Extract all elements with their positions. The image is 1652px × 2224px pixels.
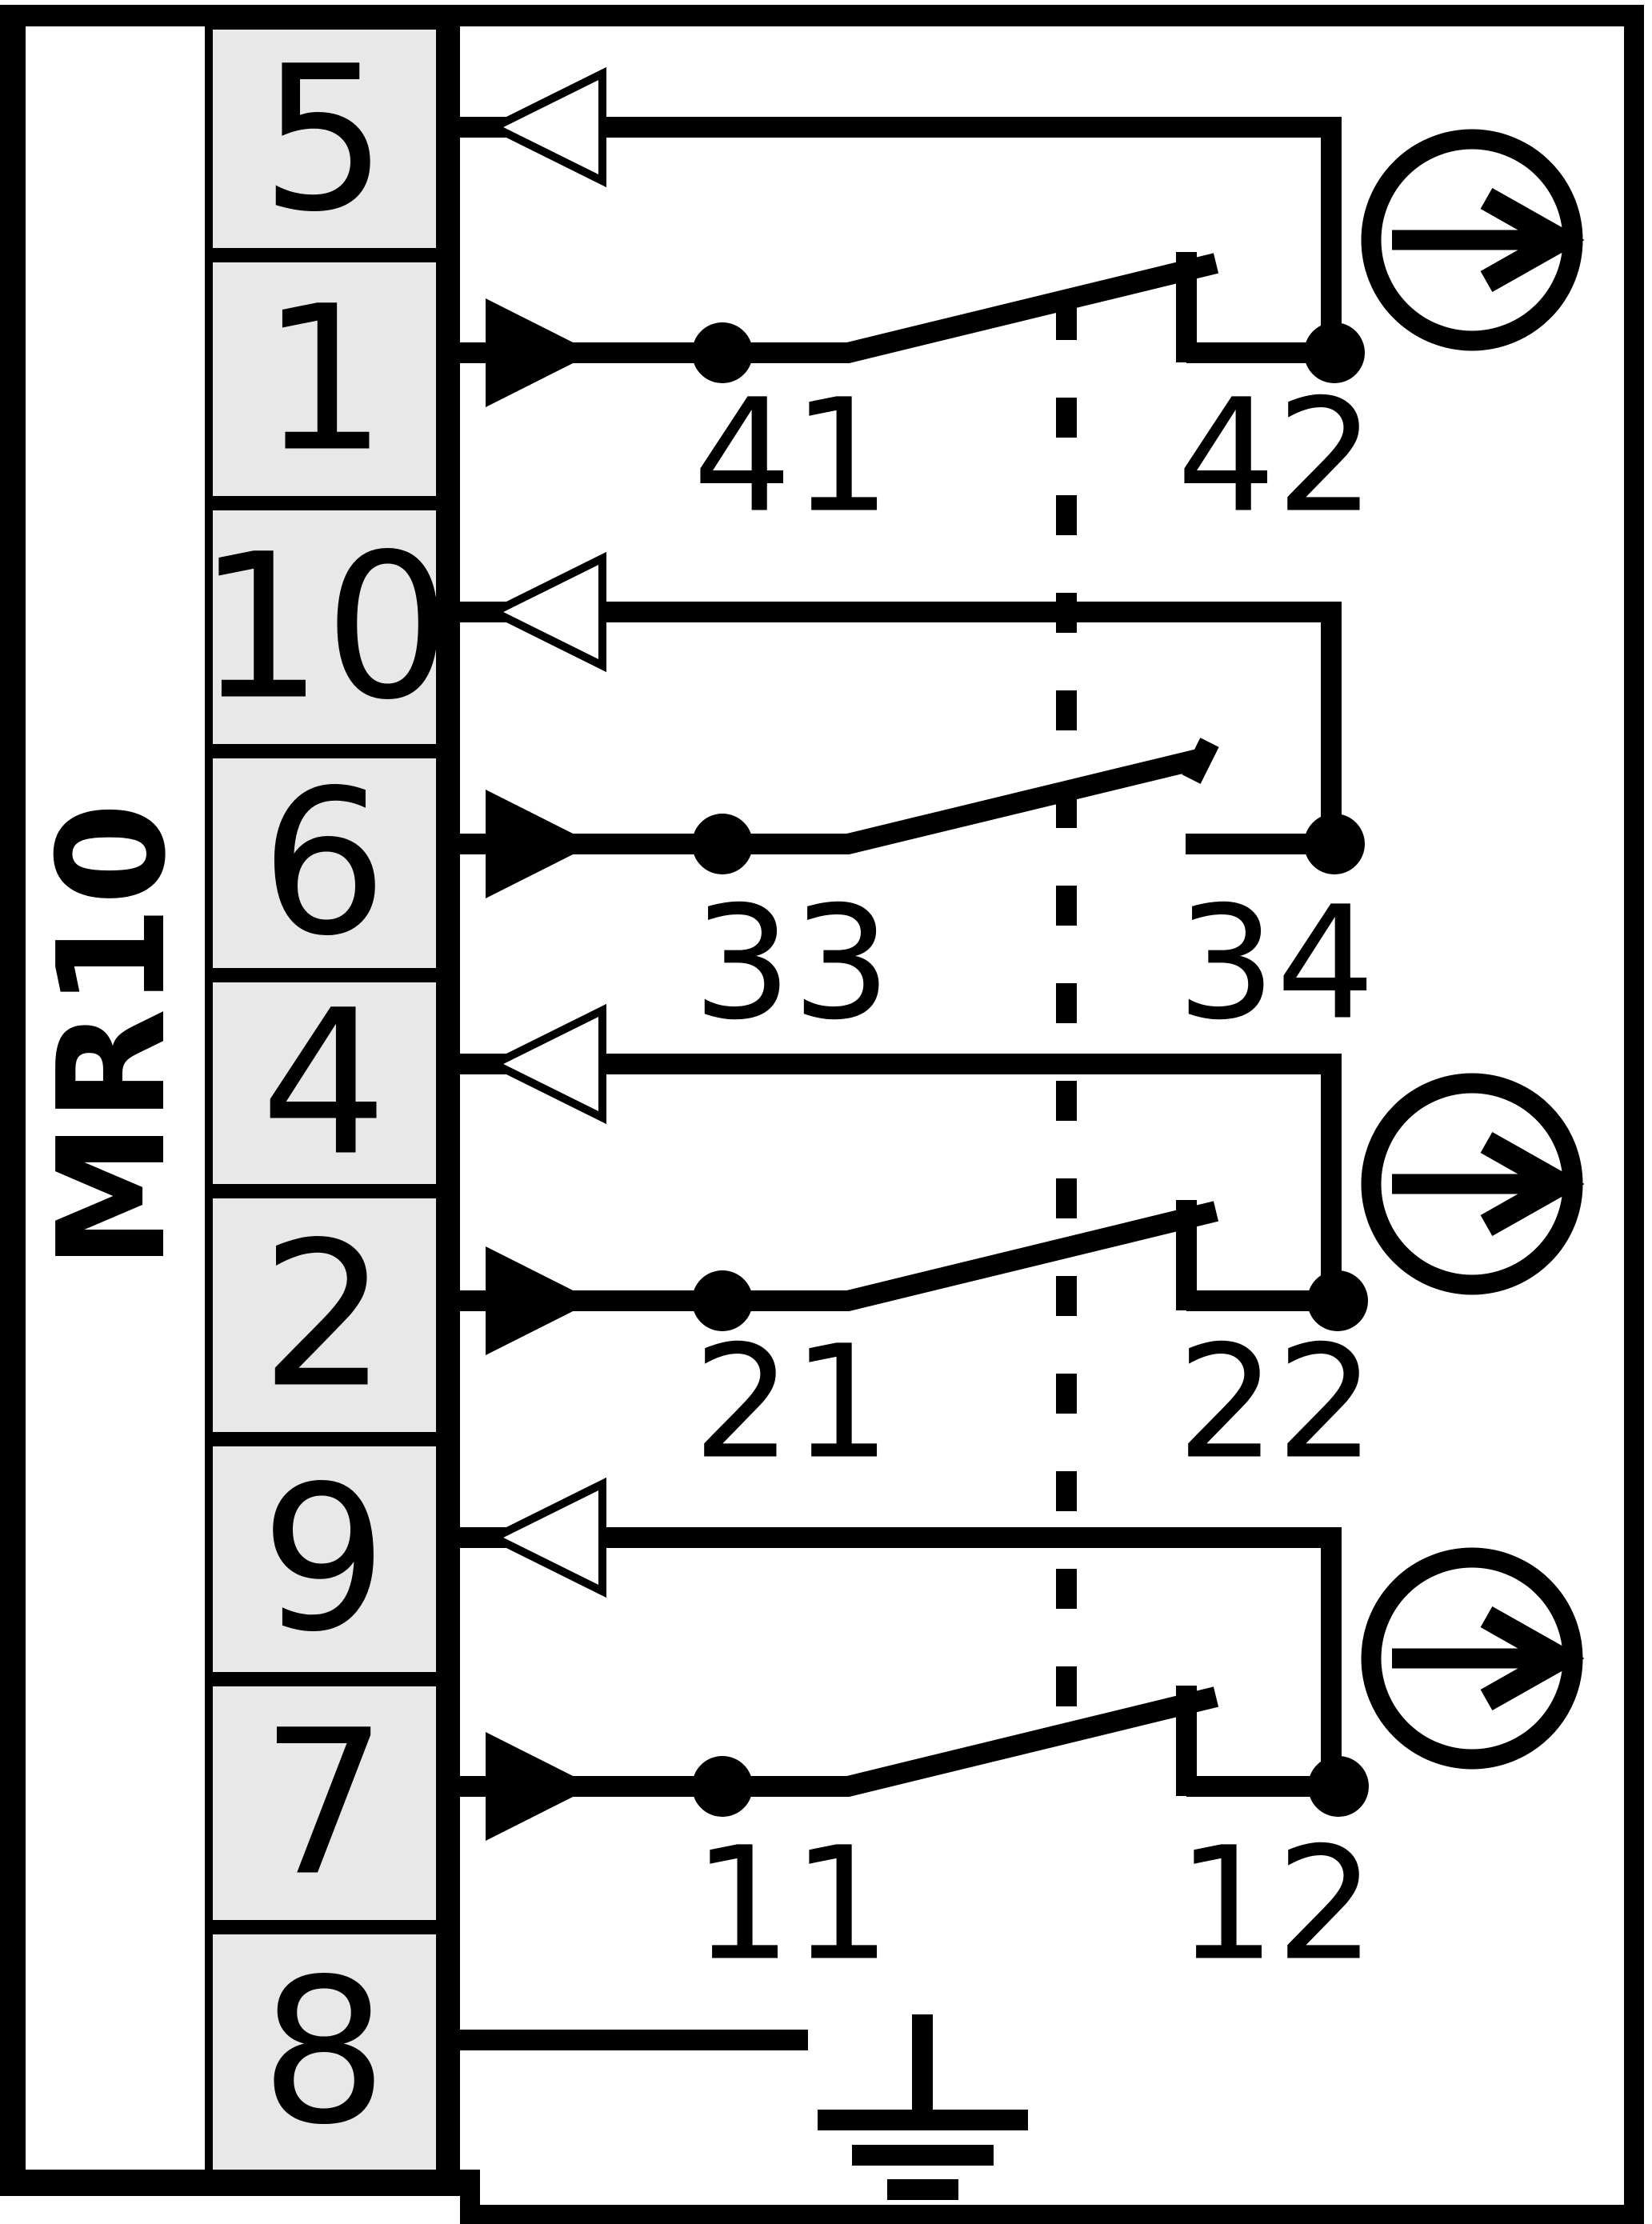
contact-nc-21-22: 21 22 — [460, 1003, 1375, 1494]
terminal-cell-6 — [213, 758, 436, 968]
ground-circuit — [460, 2014, 1028, 2200]
contact-label-11: 11 — [693, 1814, 891, 1995]
housing-box — [0, 5, 1644, 2224]
wire-terminal-10 — [460, 602, 1342, 844]
contact-moving-arm — [722, 1686, 1219, 1797]
contact-nc-11-12: 11 12 — [460, 1477, 1375, 1995]
actuation-arrow-head — [1480, 1606, 1585, 1711]
contact-dot-11 — [692, 1756, 753, 1817]
signal-arrow-out-icon — [485, 1477, 606, 1598]
terminal-number-7: 7 — [260, 1687, 387, 1920]
terminal-cell-1 — [213, 262, 436, 496]
signal-arrow-out-icon — [485, 66, 606, 188]
contact-dot-42 — [1304, 322, 1365, 383]
frame-bottom-edge — [460, 2205, 1644, 2224]
contact-label-21: 21 — [693, 1312, 891, 1494]
contact-dot-12 — [1308, 1756, 1369, 1817]
signal-arrow-in-icon — [486, 298, 594, 407]
frame-right-edge — [1624, 5, 1644, 2224]
frame-lower-left-edge — [460, 2170, 480, 2224]
terminal-block: 5 1 10 6 4 2 9 7 8 — [197, 16, 460, 2170]
contact-dot-21 — [692, 1270, 753, 1331]
terminal-number-2: 2 — [260, 1199, 387, 1432]
terminal-cell-8 — [213, 1934, 436, 2170]
contact-label-12: 12 — [1177, 1814, 1375, 1995]
terminal-cell-7 — [213, 1686, 436, 1920]
contact-nc-41-42: 41 42 — [460, 66, 1375, 547]
actuation-arrow-head — [1480, 1131, 1585, 1237]
contact-moving-arm — [722, 748, 1205, 854]
terminal-cell-2 — [213, 1198, 436, 1432]
terminal-cell-4 — [213, 982, 436, 1184]
terminal-number-10: 10 — [197, 511, 451, 744]
contact-label-33: 33 — [693, 873, 891, 1054]
terminal-cell-9 — [213, 1446, 436, 1672]
actuation-symbol-bottom — [1361, 1547, 1585, 1770]
contact-dot-41 — [692, 322, 753, 383]
terminal-cell-5 — [213, 30, 436, 248]
terminal-number-1: 1 — [260, 263, 387, 496]
wire-terminal-9 — [460, 1527, 1342, 1786]
terminal-number-4: 4 — [260, 967, 387, 1200]
contact-moving-arm — [722, 253, 1219, 363]
signal-arrow-in-icon — [486, 790, 594, 898]
contact-arm-tip-tick — [1182, 738, 1219, 784]
contact-dot-33 — [692, 814, 753, 874]
contact-label-22: 22 — [1177, 1312, 1375, 1494]
signal-arrow-in-icon — [486, 1246, 594, 1355]
model-label: MR10 — [26, 802, 198, 1270]
frame-left-edge — [0, 5, 26, 2196]
terminal-number-8: 8 — [260, 1936, 387, 2169]
terminal-number-5: 5 — [260, 23, 387, 256]
actuation-symbol-middle — [1361, 1073, 1585, 1295]
earth-ground-icon — [818, 2014, 1028, 2200]
contact-no-33-34: 33 34 — [460, 551, 1375, 1054]
wire-terminal-4 — [460, 1054, 1342, 1301]
terminal-number-9: 9 — [260, 1443, 387, 1676]
contact-label-34: 34 — [1177, 873, 1375, 1054]
contact-label-42: 42 — [1177, 366, 1375, 547]
terminal-number-6: 6 — [260, 747, 387, 980]
signal-arrow-out-icon — [485, 551, 606, 673]
contact-dot-22 — [1307, 1270, 1368, 1331]
contact-label-41: 41 — [693, 366, 891, 547]
actuation-symbol-top — [1361, 129, 1585, 351]
housing-bottom-edge — [0, 2170, 480, 2196]
signal-arrow-out-icon — [485, 1003, 606, 1125]
terminal-cell-10 — [213, 510, 436, 744]
wire-terminal-5 — [460, 117, 1342, 353]
contact-moving-arm — [722, 1201, 1219, 1311]
actuation-arrow-head — [1480, 187, 1585, 293]
signal-arrow-in-icon — [486, 1732, 594, 1841]
contact-dot-34 — [1304, 814, 1365, 874]
